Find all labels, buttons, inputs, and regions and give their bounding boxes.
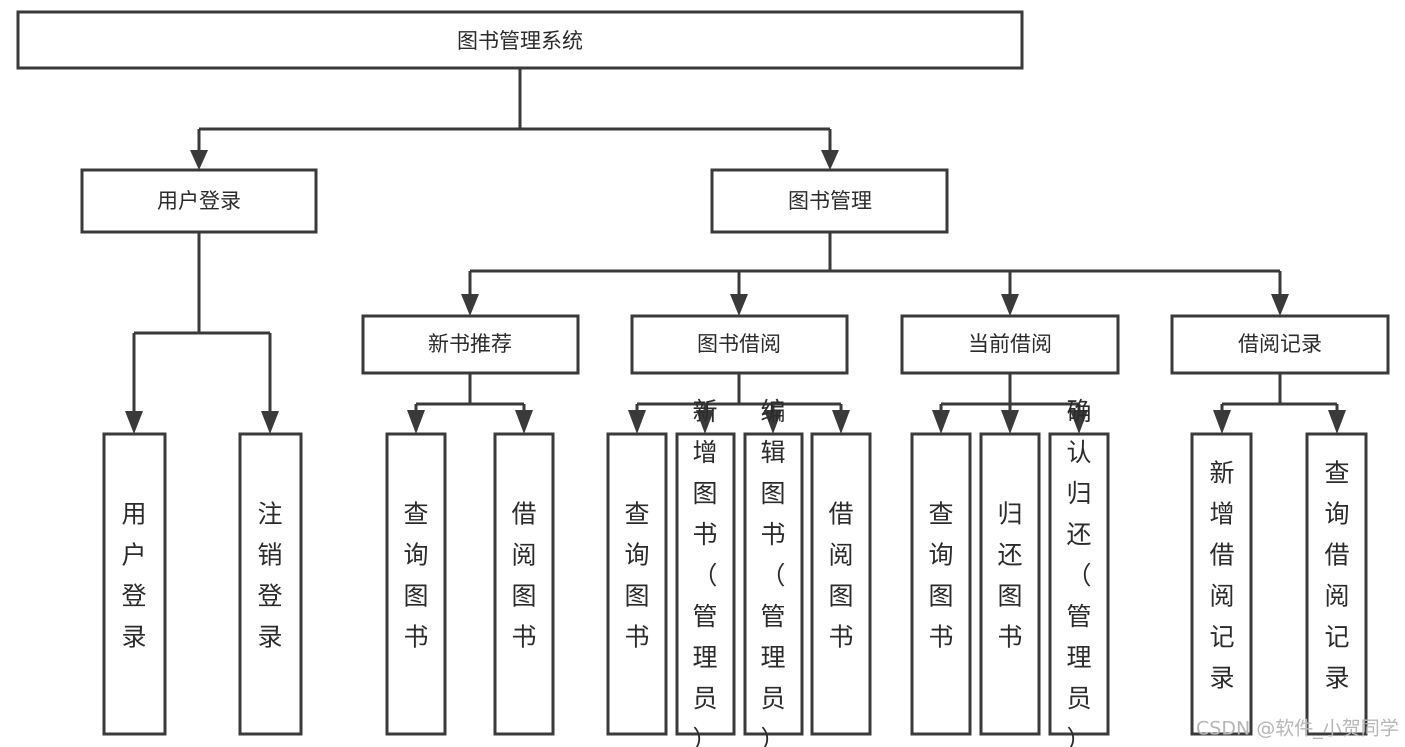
watermark-label: CSDN @软件_小贺同学: [1196, 718, 1399, 740]
connector-group-current-borrow: [932, 373, 1088, 434]
arrowhead-leaf-query-book-3: [932, 410, 950, 434]
node-root[interactable]: 图书管理系统: [16, 10, 1024, 70]
node-leaf-query-record[interactable]: 查询借阅记录: [1305, 432, 1368, 736]
node-book-borrow-label: 图书借阅: [697, 332, 781, 356]
arrowhead-leaf-query-book-1: [407, 410, 425, 434]
node-leaf-borrow-book-1[interactable]: 借阅图书: [493, 432, 555, 736]
arrowhead-book-borrow: [730, 294, 748, 316]
node-leaf-query-book-1-label: 查询图书: [403, 500, 428, 652]
node-user-login[interactable]: 用户登录: [80, 168, 318, 234]
node-leaf-borrow-book-1-box[interactable]: [493, 432, 555, 736]
node-borrow-record-box[interactable]: [1170, 314, 1390, 375]
arrowhead-leaf-return-book: [1001, 410, 1019, 434]
node-leaf-add-record-label: 新增借阅记录: [1209, 459, 1234, 693]
node-leaf-query-book-2[interactable]: 查询图书: [606, 432, 668, 736]
node-borrow-record-label: 借阅记录: [1238, 332, 1322, 356]
node-leaf-query-record-label: 查询借阅记录: [1324, 459, 1349, 693]
node-leaf-add-record-box[interactable]: [1190, 432, 1253, 736]
node-leaf-query-record-box[interactable]: [1305, 432, 1368, 736]
node-root-label: 图书管理系统: [457, 29, 583, 53]
node-book-management-label: 图书管理: [788, 189, 872, 213]
node-leaf-edit-book[interactable]: 编辑图书（管理员）: [743, 397, 804, 747]
node-leaf-return-book-label: 归还图书: [997, 500, 1022, 652]
node-leaf-query-book-3[interactable]: 查询图书: [910, 432, 972, 736]
arrowhead-book-management: [821, 150, 839, 170]
node-leaf-add-record[interactable]: 新增借阅记录: [1190, 432, 1253, 736]
node-leaf-query-book-1-box[interactable]: [385, 432, 447, 736]
node-leaf-add-book-box[interactable]: [675, 432, 736, 736]
node-leaf-user-login-label: 用户登录: [121, 500, 146, 652]
node-leaf-logout-login-box[interactable]: [238, 432, 303, 736]
node-user-login-label: 用户登录: [157, 189, 241, 213]
node-leaf-logout-login-label: 注销登录: [257, 500, 282, 652]
arrowhead-leaf-add-record: [1213, 410, 1231, 434]
node-leaf-confirm-return[interactable]: 确认归还（管理员）: [1048, 397, 1110, 747]
connector-group-borrow-record: [1213, 373, 1346, 434]
arrowhead-leaf-logout-login: [261, 411, 279, 434]
arrowhead-leaf-user-login: [125, 411, 143, 434]
node-leaf-user-login-box[interactable]: [102, 432, 167, 736]
arrowhead-borrow-record: [1271, 294, 1289, 316]
node-leaf-add-book[interactable]: 新增图书（管理员）: [675, 397, 736, 747]
arrowhead-current-borrow: [1001, 294, 1019, 316]
arrowhead-leaf-borrow-book-2: [832, 410, 850, 434]
arrowhead-user-login: [190, 150, 208, 170]
node-book-management-box[interactable]: [710, 168, 949, 234]
node-leaf-borrow-book-2-label: 借阅图书: [828, 500, 853, 652]
node-leaf-borrow-book-2-box[interactable]: [810, 432, 872, 736]
arrowhead-leaf-add-book: [696, 410, 714, 434]
node-leaf-logout-login[interactable]: 注销登录: [238, 432, 303, 736]
connector-group-user-login: [125, 232, 279, 434]
node-book-management[interactable]: 图书管理: [710, 168, 949, 234]
connector-group-new-book-recommend: [407, 373, 533, 434]
node-leaf-edit-book-label: 编辑图书（管理员）: [760, 397, 785, 747]
node-leaf-user-login[interactable]: 用户登录: [102, 432, 167, 736]
node-new-book-recommend-label: 新书推荐: [428, 332, 512, 356]
node-borrow-record[interactable]: 借阅记录: [1170, 314, 1390, 375]
node-current-borrow-box[interactable]: [900, 314, 1120, 375]
arrowhead-leaf-confirm-return: [1070, 410, 1088, 434]
connector-group-book-management: [461, 232, 1289, 316]
node-root-box[interactable]: [16, 10, 1024, 70]
node-book-borrow-box[interactable]: [630, 314, 849, 375]
node-leaf-add-book-label: 新增图书（管理员）: [692, 397, 717, 747]
node-leaf-confirm-return-box[interactable]: [1048, 432, 1110, 736]
node-leaf-query-book-1[interactable]: 查询图书: [385, 432, 447, 736]
arrowhead-leaf-query-record: [1328, 410, 1346, 434]
node-user-login-box[interactable]: [80, 168, 318, 234]
node-leaf-query-book-2-label: 查询图书: [624, 500, 649, 652]
node-leaf-borrow-book-2[interactable]: 借阅图书: [810, 432, 872, 736]
node-new-book-recommend[interactable]: 新书推荐: [361, 314, 580, 375]
node-current-borrow-label: 当前借阅: [968, 332, 1052, 356]
connector-group-root: [190, 68, 839, 170]
node-leaf-return-book[interactable]: 归还图书: [979, 432, 1041, 736]
node-leaf-return-book-box[interactable]: [979, 432, 1041, 736]
connector-group-book-borrow: [628, 373, 850, 434]
node-current-borrow[interactable]: 当前借阅: [900, 314, 1120, 375]
arrowhead-leaf-borrow-book-1: [515, 410, 533, 434]
arrowhead-leaf-query-book-2: [628, 410, 646, 434]
node-leaf-borrow-book-1-label: 借阅图书: [511, 500, 536, 652]
node-leaf-confirm-return-label: 确认归还（管理员）: [1066, 397, 1091, 747]
arrowhead-new-book-recommend: [461, 294, 479, 316]
node-leaf-query-book-3-box[interactable]: [910, 432, 972, 736]
node-book-borrow[interactable]: 图书借阅: [630, 314, 849, 375]
node-leaf-query-book-3-label: 查询图书: [928, 500, 953, 652]
arrowhead-leaf-edit-book: [764, 410, 782, 434]
node-new-book-recommend-box[interactable]: [361, 314, 580, 375]
node-leaf-edit-book-box[interactable]: [743, 432, 804, 736]
node-leaf-query-book-2-box[interactable]: [606, 432, 668, 736]
